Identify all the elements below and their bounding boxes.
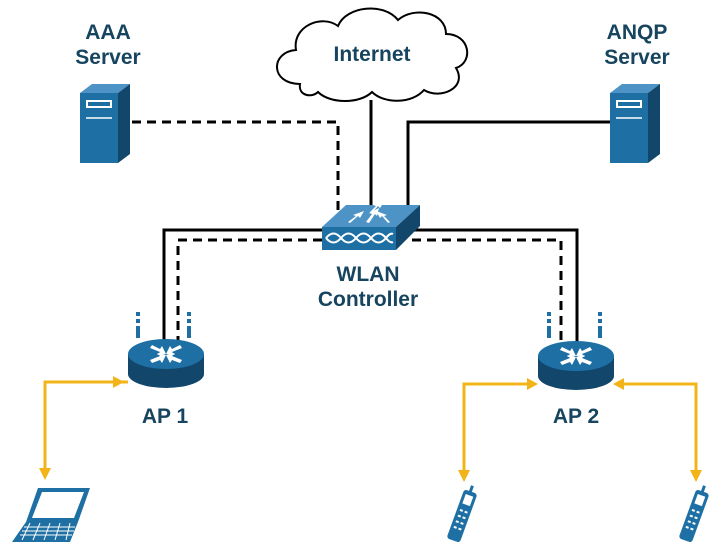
link-ap1-laptop bbox=[43, 380, 128, 474]
link-anqp-controller bbox=[406, 120, 612, 205]
link-controller-ap2-solid bbox=[412, 228, 579, 342]
ap2-label: AP 2 bbox=[552, 405, 600, 428]
server-icon bbox=[80, 84, 130, 163]
wireless-phone-icon bbox=[679, 485, 709, 542]
link-aaa-controller bbox=[132, 120, 340, 214]
links bbox=[43, 100, 698, 476]
arrowhead-phone-right bbox=[690, 470, 702, 482]
laptop-icon bbox=[12, 488, 90, 542]
anqp-server-label: ANQP Server bbox=[582, 20, 692, 70]
link-ap2-phone-right bbox=[617, 382, 698, 476]
wlan-controller-label-line1: WLAN bbox=[336, 263, 400, 286]
aaa-server-label-line1: AAA bbox=[85, 21, 131, 44]
arrowhead-ap1 bbox=[113, 376, 124, 388]
aaa-server-label-line2: Server bbox=[75, 46, 141, 69]
link-ap2-phone-left bbox=[462, 382, 534, 476]
arrowhead-laptop bbox=[39, 468, 51, 480]
anqp-server-label-line2: Server bbox=[604, 46, 670, 69]
access-point-icon bbox=[538, 312, 614, 390]
wlan-controller-label-line2: Controller bbox=[317, 288, 419, 311]
internet-label: Internet bbox=[333, 43, 411, 66]
anqp-server-label-line1: ANQP bbox=[606, 21, 668, 44]
link-controller-ap2-dashed bbox=[412, 238, 563, 340]
wlan-controller-icon bbox=[322, 202, 420, 250]
cloud-icon bbox=[276, 7, 469, 102]
ap1-label: AP 1 bbox=[141, 405, 189, 428]
server-icon bbox=[610, 84, 660, 163]
link-controller-ap1-dashed bbox=[176, 238, 322, 340]
link-controller-ap1-solid bbox=[162, 228, 322, 342]
access-point-icon bbox=[128, 312, 204, 388]
wireless-phone-icon bbox=[447, 485, 477, 542]
arrowheads bbox=[39, 376, 702, 482]
wlan-controller-label: WLAN Controller bbox=[298, 262, 438, 312]
arrowhead-ap2-right bbox=[613, 378, 624, 390]
aaa-server-label: AAA Server bbox=[58, 20, 158, 70]
arrowhead-phone-left bbox=[458, 470, 470, 482]
arrowhead-ap2-left bbox=[527, 378, 538, 390]
